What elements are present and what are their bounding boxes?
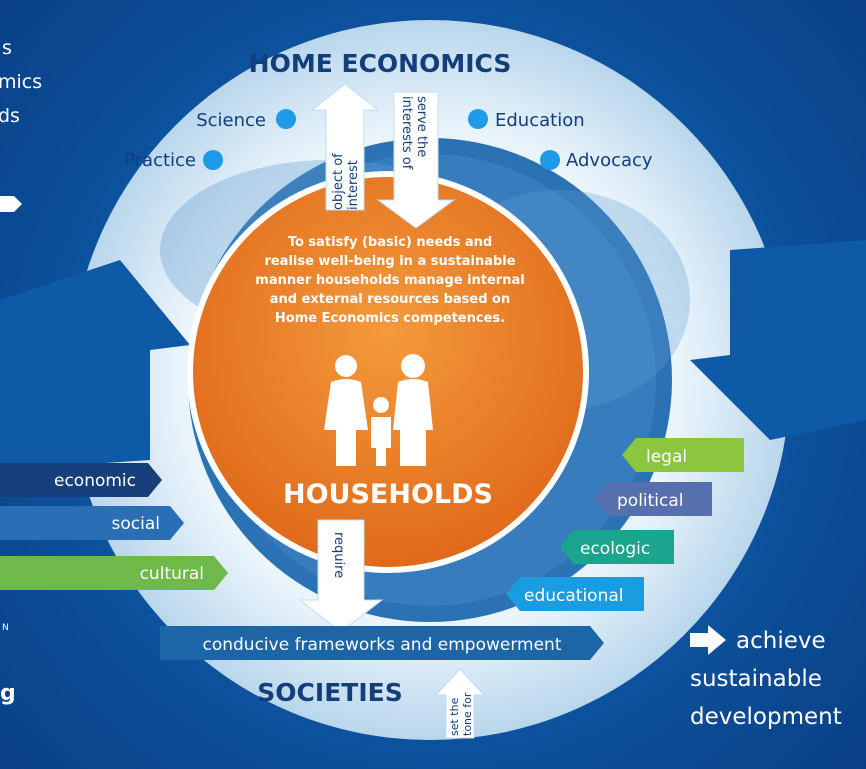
object-of-interest-line-2: interest	[346, 160, 361, 210]
serve-interests-line-1: serve the	[414, 96, 429, 157]
advocacy-label: Advocacy	[566, 150, 653, 171]
require-arrow	[298, 519, 384, 633]
set-the-tone-line-1: set the	[448, 697, 461, 736]
advocacy-dot	[540, 150, 560, 170]
require-label: require	[331, 532, 346, 578]
tag-ecologic	[560, 530, 674, 564]
left-edge-arrow-fragment	[0, 196, 22, 212]
tag-social	[0, 506, 184, 540]
households-circle	[187, 171, 589, 573]
statement-line-4: and external resources based on	[270, 292, 511, 307]
statement-line-1: To satisfy (basic) needs and	[288, 235, 492, 250]
left-fragment-2: mics	[0, 71, 42, 93]
societies-title: SOCIETIES	[257, 678, 402, 707]
outcome-line-2: sustainable	[690, 666, 822, 692]
education-dot	[468, 109, 488, 129]
frameworks-band	[160, 626, 604, 660]
tag-cultural	[0, 556, 228, 590]
households-title: HOUSEHOLDS	[283, 479, 493, 510]
tag-political	[594, 482, 712, 516]
outcome-line-1: achieve	[736, 628, 826, 654]
tag-cultural-label: cultural	[140, 564, 204, 584]
left-fragment-5: g	[0, 681, 16, 706]
family-icon	[324, 354, 433, 466]
object-of-interest-arrow	[310, 83, 380, 211]
serve-interests-line-2: interests of	[399, 96, 414, 170]
set-the-tone-line-2: tone for	[461, 692, 474, 736]
outcome-line-3: development	[690, 704, 842, 730]
tag-economic	[0, 463, 162, 497]
tag-ecologic-label: ecologic	[580, 539, 650, 559]
practice-label: Practice	[124, 150, 196, 171]
left-cycle-arrow	[0, 260, 190, 470]
science-label: Science	[196, 110, 266, 131]
statement-line-2: realise well-being in a sustainable	[264, 254, 515, 269]
right-cycle-arrow	[690, 240, 866, 440]
frameworks-label: conducive frameworks and empowerment	[202, 635, 561, 655]
home-economics-title: HOME ECONOMICS	[249, 49, 512, 78]
tag-legal-label: legal	[646, 447, 687, 467]
tag-social-label: social	[112, 514, 160, 534]
science-dot	[276, 109, 296, 129]
left-fragment-3: ds	[0, 105, 20, 127]
tag-legal	[622, 438, 744, 472]
object-of-interest-line-1: object of	[331, 153, 346, 210]
tag-political-label: political	[617, 491, 684, 511]
statement-line-3: manner households manage internal	[255, 273, 524, 288]
tag-educational	[506, 577, 644, 611]
left-fragment-4: N	[2, 623, 9, 633]
practice-dot	[203, 150, 223, 170]
statement-line-5: Home Economics competences.	[275, 311, 505, 326]
left-fragment-1: s	[2, 37, 12, 59]
serve-interests-arrow	[376, 91, 456, 229]
education-label: Education	[495, 110, 585, 131]
tag-educational-label: educational	[524, 586, 624, 606]
outcome-arrow-icon	[690, 625, 726, 655]
set-the-tone-arrow	[434, 668, 486, 739]
tag-economic-label: economic	[54, 471, 136, 491]
